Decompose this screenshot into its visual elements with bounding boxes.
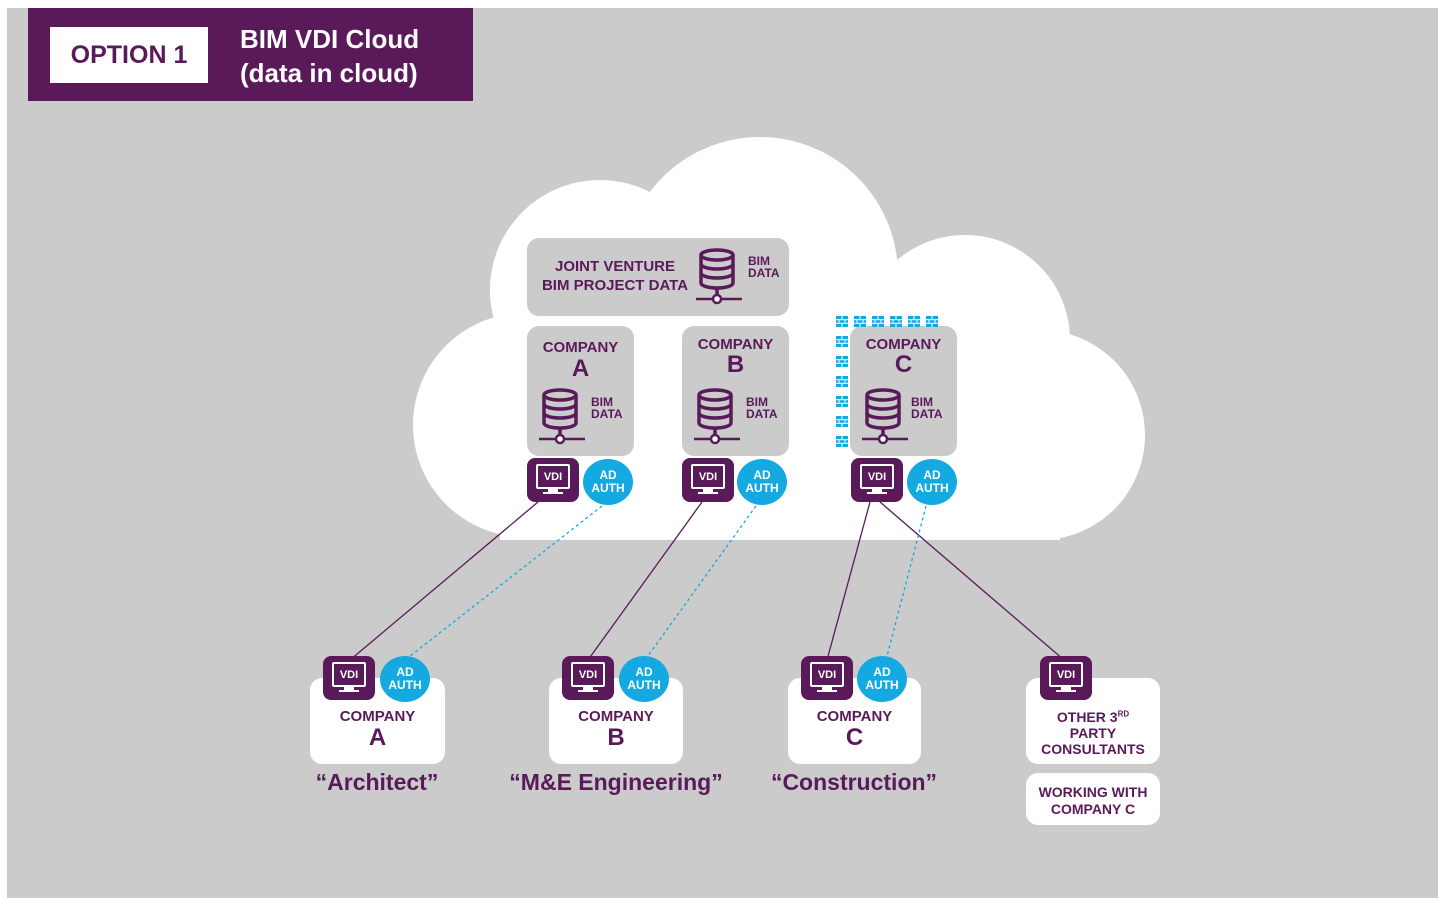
site-b-role: “M&E Engineering” — [509, 769, 723, 795]
company-c-bim-label-2: DATA — [911, 407, 943, 421]
ad-label: AD — [923, 468, 941, 482]
company-b-bim-label-2: DATA — [746, 407, 778, 421]
vdi-label: VDI — [1049, 662, 1083, 687]
ad-label: AD — [396, 665, 414, 679]
ad-label: AD — [873, 665, 891, 679]
ad-label: AD — [753, 468, 771, 482]
company-a-bim-label-2: DATA — [591, 407, 623, 421]
auth-connection-lines — [404, 505, 927, 661]
third-party-superscript: RD — [1117, 709, 1130, 719]
database-server-icon — [694, 388, 740, 445]
vdi-label: VDI — [691, 464, 725, 489]
site-c-role: “Construction” — [770, 769, 938, 795]
joint-venture-line1: JOINT VENTURE — [554, 258, 675, 275]
ad-label: AD — [599, 468, 617, 482]
auth-label: AUTH — [865, 678, 899, 692]
site-b-vdi-monitor-icon: VDI — [562, 656, 614, 700]
third-party-vdi-monitor-icon: VDI — [1040, 656, 1092, 700]
ad-label: AD — [635, 665, 653, 679]
working-with-box — [1026, 773, 1160, 825]
auth-label: AUTH — [627, 678, 661, 692]
cloud-company-a-label: COMPANY — [542, 339, 619, 356]
database-server-icon — [539, 388, 585, 445]
database-server-icon — [696, 248, 742, 305]
company-c-bim-label-1: BIM — [911, 395, 933, 409]
site-company-a-label: COMPANY — [339, 708, 416, 725]
vdi-connection-lines — [349, 501, 1065, 661]
auth-label: AUTH — [591, 481, 625, 495]
vdi-label: VDI — [860, 464, 894, 489]
cloud-company-c-label: COMPANY — [865, 336, 942, 353]
cloud-vdi-b-monitor-icon: VDI — [682, 458, 734, 502]
site-company-b-letter: B — [607, 724, 625, 751]
site-company-c-letter: C — [845, 724, 864, 751]
site-c-vdi-monitor-icon: VDI — [801, 656, 853, 700]
site-company-a-letter: A — [368, 724, 387, 751]
header-title-line1: BIM VDI Cloud — [240, 24, 420, 54]
jv-bim-label-1: BIM — [748, 254, 770, 268]
header-title-line2: (data in cloud) — [240, 58, 418, 88]
third-party-line1-text: OTHER 3 — [1056, 709, 1118, 725]
option-label: OPTION 1 — [50, 27, 208, 83]
site-company-c-label: COMPANY — [816, 708, 893, 725]
auth-label: AUTH — [915, 481, 949, 495]
cloud-vdi-a-monitor-icon: VDI — [527, 458, 579, 502]
cloud-company-c-panel — [850, 326, 957, 456]
company-a-bim-label-1: BIM — [591, 395, 613, 409]
cloud-company-a-panel — [527, 326, 634, 456]
site-a-vdi-monitor-icon: VDI — [323, 656, 375, 700]
jv-bim-label-2: DATA — [748, 266, 780, 280]
cloud-company-b-label: COMPANY — [697, 336, 774, 353]
cloud-company-c-letter: C — [894, 351, 913, 378]
database-server-icon — [862, 388, 908, 445]
joint-venture-line2: BIM PROJECT DATA — [541, 277, 689, 294]
company-b-bim-label-1: BIM — [746, 395, 768, 409]
cloud-company-a-letter: A — [571, 355, 590, 382]
third-party-line3: CONSULTANTS — [1041, 741, 1145, 757]
auth-label: AUTH — [388, 678, 422, 692]
vdi-label: VDI — [810, 662, 844, 687]
cloud-vdi-c-monitor-icon: VDI — [851, 458, 903, 502]
site-company-b-label: COMPANY — [578, 708, 654, 725]
working-with-line1: WORKING WITH — [1038, 784, 1148, 800]
third-party-line2: PARTY — [1069, 725, 1117, 741]
cloud-company-b-letter: B — [726, 351, 745, 378]
third-party-line1: OTHER 3RD — [1026, 710, 1160, 724]
vdi-label: VDI — [571, 662, 605, 687]
vdi-label: VDI — [536, 464, 570, 489]
site-a-role: “Architect” — [315, 769, 439, 795]
cloud-company-b-panel — [682, 326, 789, 456]
vdi-label: VDI — [332, 662, 366, 687]
working-with-line2: COMPANY C — [1050, 801, 1136, 817]
joint-venture-panel — [527, 238, 789, 316]
auth-label: AUTH — [745, 481, 779, 495]
